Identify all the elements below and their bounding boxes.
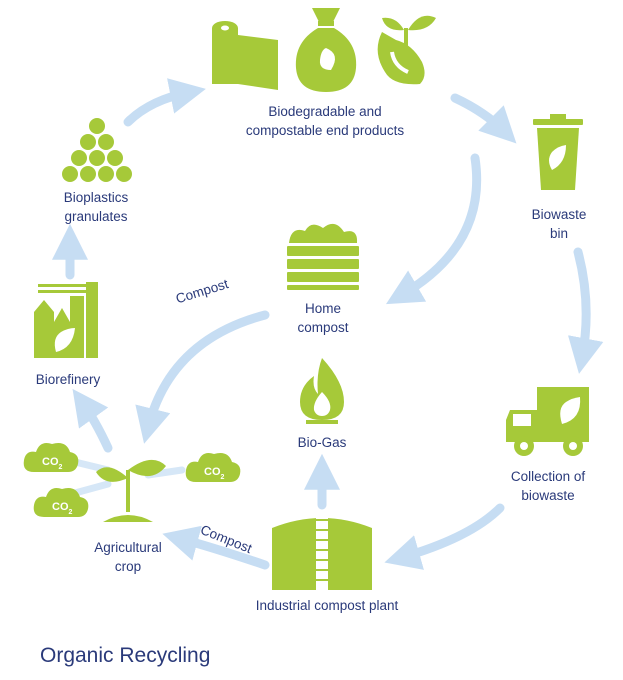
arrow-home-to-crop	[135, 310, 270, 444]
biowaste-bin-label: Biowaste bin	[531, 207, 587, 241]
biorefinery-label: Biorefinery	[35, 372, 101, 387]
arrow-products-to-bin	[450, 93, 517, 144]
home-compost-label: Home compost	[297, 301, 349, 335]
granulates-label: Bioplastics granulates	[63, 190, 129, 224]
arrow-products-to-home	[385, 153, 482, 305]
arrow-collection-to-plant	[384, 503, 505, 570]
co2-cloud-icon: CO2	[23, 443, 79, 472]
paper-roll-icon	[212, 21, 278, 90]
sack-icon	[295, 8, 357, 92]
digester-icon	[272, 512, 372, 590]
co2-cloud-icon: CO2	[33, 488, 89, 517]
biogas-label: Bio-Gas	[297, 435, 347, 450]
industrial-plant-label: Industrial compost plant	[255, 598, 399, 613]
granules-icon	[62, 118, 132, 182]
sprout-ribbon-icon	[377, 15, 436, 85]
compost-heap-icon	[287, 223, 359, 290]
arrow-bin-to-collection	[567, 247, 604, 374]
arrow-crop-to-biorefinery	[72, 388, 113, 453]
waste-bin-icon	[533, 114, 583, 190]
flame-icon	[300, 358, 344, 424]
arrow-granulates-to-products	[123, 78, 206, 127]
svg-text:CO2: CO2	[42, 456, 63, 471]
collection-label: Collection of biowaste	[510, 469, 586, 503]
seedling-icon	[96, 459, 166, 522]
truck-icon	[506, 387, 589, 456]
agricultural-crop-label: Agricultural crop	[94, 540, 162, 574]
end-products-label: Biodegradable and compostable end produc…	[245, 104, 405, 138]
svg-text:CO2: CO2	[52, 501, 73, 516]
arrow-plant-to-crop	[162, 525, 270, 570]
svg-text:CO2: CO2	[204, 466, 225, 481]
diagram-title: Organic Recycling	[40, 644, 211, 667]
co2-cloud-icon: CO2	[185, 453, 241, 482]
factory-icon	[34, 282, 98, 358]
